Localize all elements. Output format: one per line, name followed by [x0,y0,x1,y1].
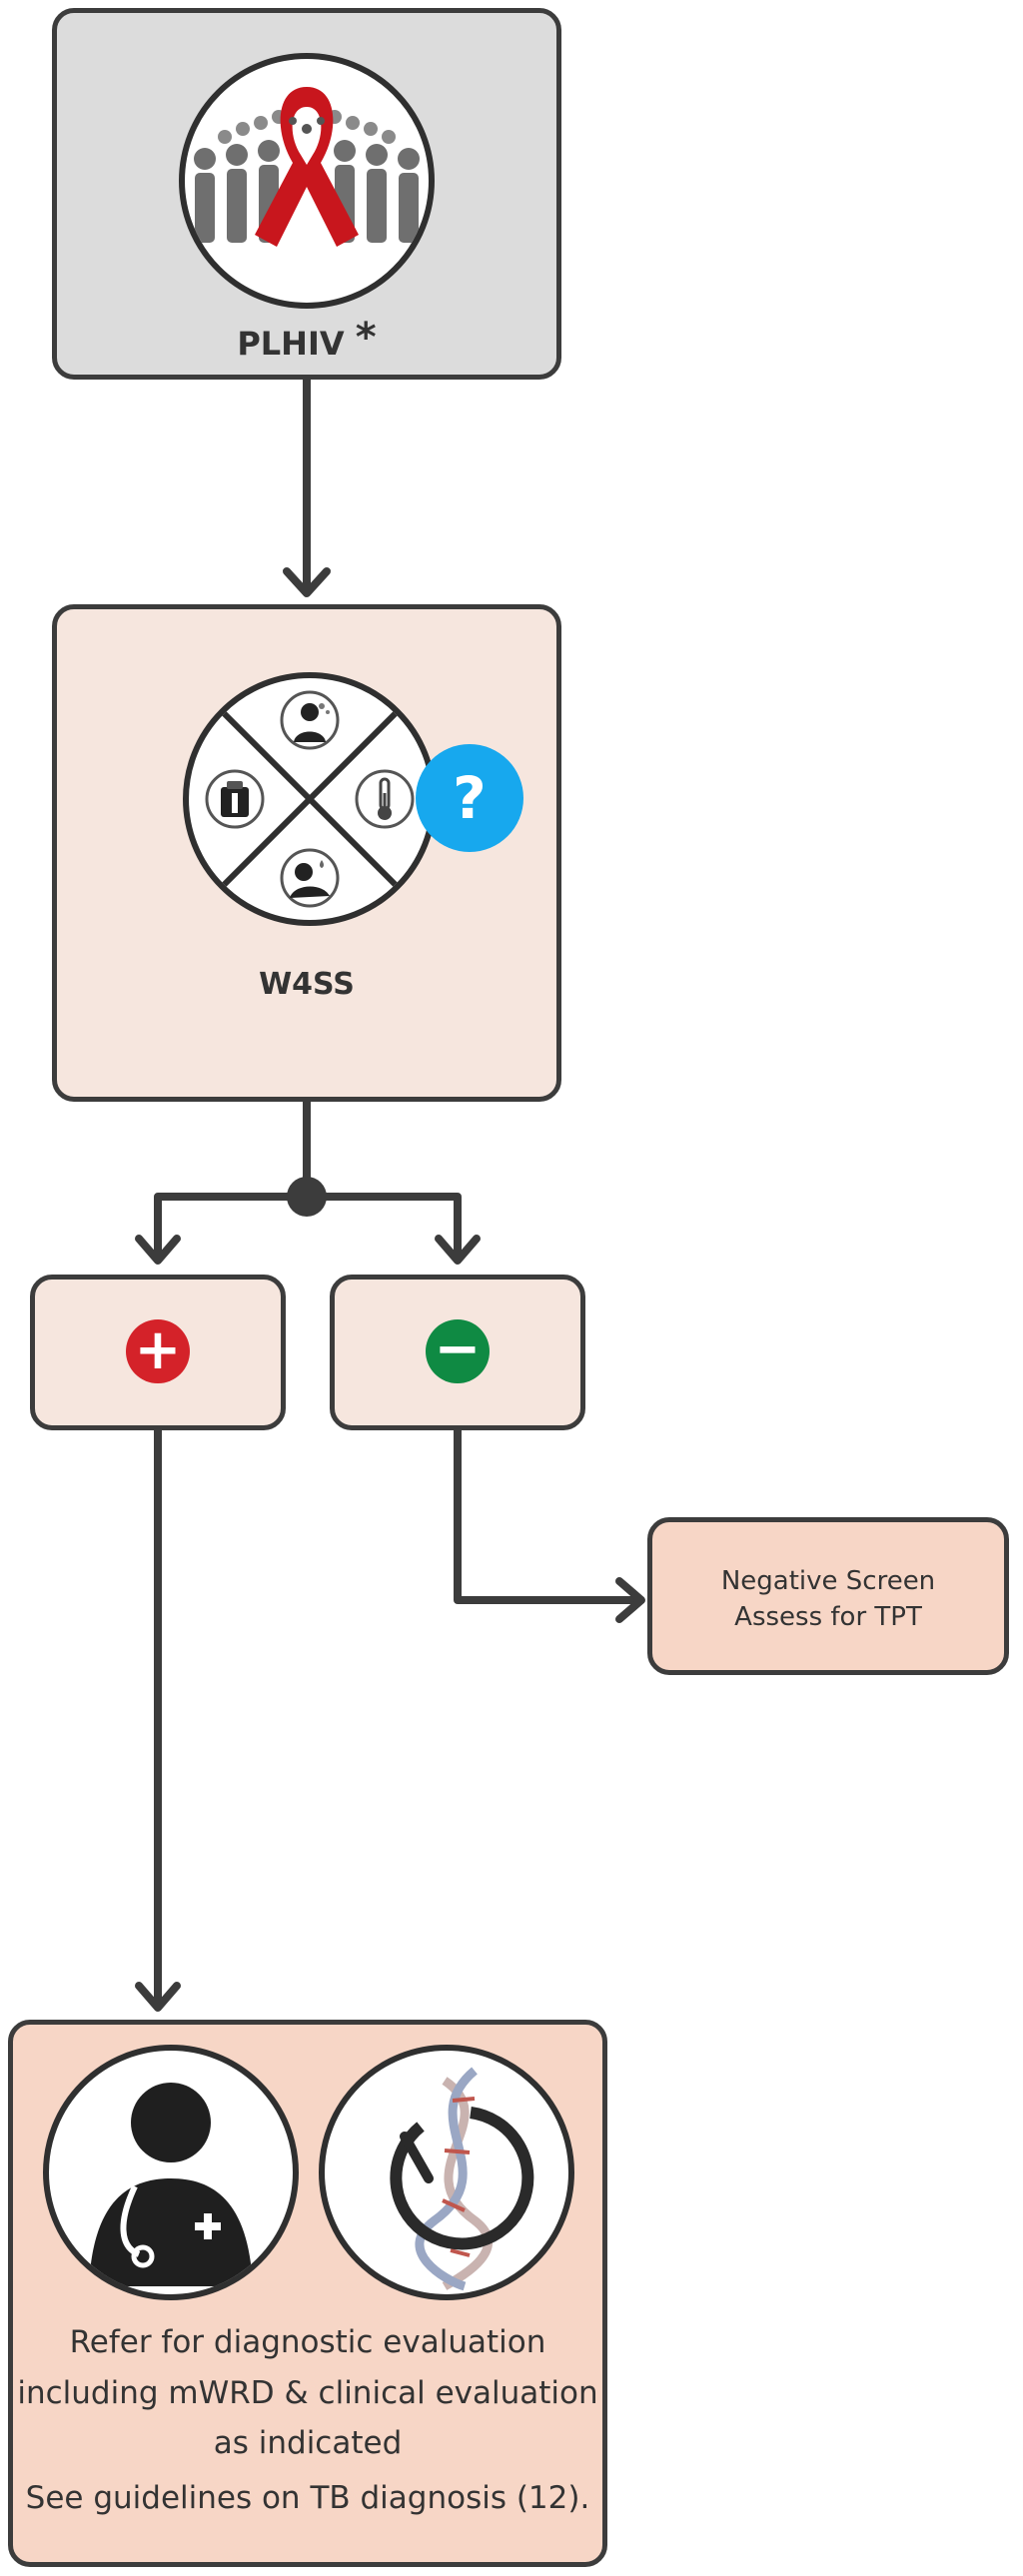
plhiv-icon-circle [179,53,435,309]
negative-outcome-node: Negative Screen Assess for TPT [647,1517,1009,1675]
connector-split-negative [303,1193,462,1259]
w4ss-label: W4SS [259,967,355,1002]
refer-node: Refer for diagnostic evaluation includin… [8,2020,607,2567]
night-sweats-icon [280,848,340,908]
connector-negative-outcome [454,1426,641,1604]
plhiv-label: PLHIV [237,325,345,363]
molecular-test-icon-circle [319,2045,574,2300]
refer-line1: Refer for diagnostic evaluation [69,2324,546,2360]
fever-thermometer-icon [355,769,415,829]
cough-icon [280,690,340,750]
negative-glyph: − [434,1316,482,1381]
crowd-red-ribbon-icon [194,87,420,247]
w4ss-symptom-wheel [183,672,437,926]
plhiv-node: PLHIV * [52,8,561,380]
split-junction [287,1177,327,1217]
negative-outcome-line1: Negative Screen [720,1566,936,1596]
refer-line2: including mWRD & clinical evaluation [17,2375,598,2411]
refer-line3: as indicated [213,2425,403,2461]
arrowhead-refer [135,1982,181,2012]
arrowhead-negative-outcome [615,1577,645,1623]
negative-outcome-line2: Assess for TPT [734,1602,922,1632]
arrowhead-negative [435,1235,481,1265]
connector-split-positive [154,1193,311,1259]
w4ss-node: ? W4SS [52,604,561,1102]
arrowhead-w4ss [283,567,331,597]
doctor-icon [89,2083,253,2286]
molecular-test-icon [390,2067,534,2291]
positive-icon: + [126,1319,190,1383]
refer-line4: See guidelines on TB diagnosis (12). [25,2480,590,2516]
plhiv-asterisk: * [355,315,377,361]
arrowhead-positive [135,1235,181,1265]
doctor-icon-circle [43,2045,299,2300]
positive-screen-node: + [30,1275,286,1430]
help-icon[interactable]: ? [416,744,523,852]
negative-screen-node: − [330,1275,585,1430]
symptom-wheel-dividers [221,710,399,888]
help-glyph: ? [453,764,487,832]
weight-loss-icon [205,769,265,829]
negative-icon: − [426,1319,490,1383]
positive-glyph: + [134,1317,182,1382]
